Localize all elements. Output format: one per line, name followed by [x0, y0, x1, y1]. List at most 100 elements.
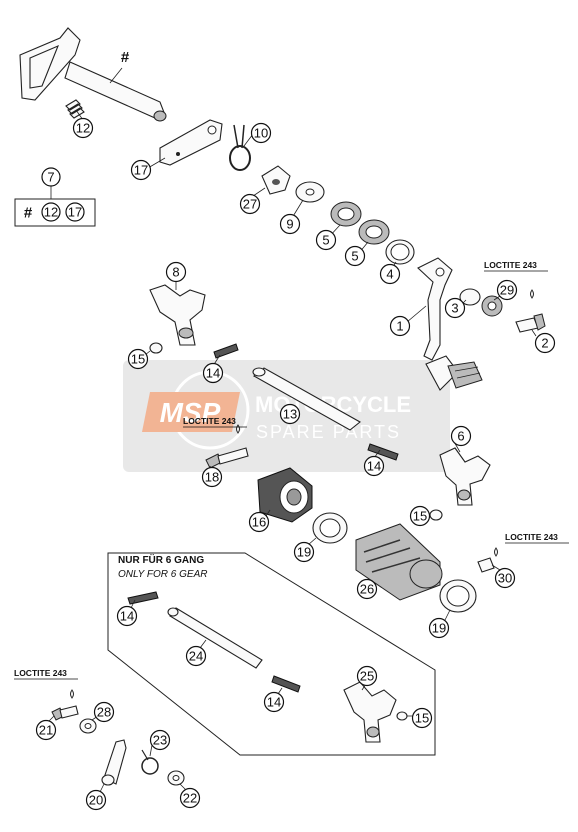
loctite-labels: LOCTITE 243 LOCTITE 243 LOCTITE 243 LOCT… [14, 260, 569, 680]
rod-13 [252, 367, 361, 431]
kit-box-7: 7 # 12 17 [14, 167, 96, 227]
callout-p5b: 5 [344, 245, 366, 267]
spring-14a [213, 343, 239, 359]
callout-p5a: 5 [315, 229, 337, 251]
callout-number: 3 [451, 301, 458, 316]
callout-circle [389, 315, 411, 337]
callout-p2: 2 [534, 332, 556, 354]
callout-number: 25 [360, 669, 374, 684]
callout-p30: 30 [494, 567, 516, 589]
callout-p10: 10 [250, 122, 272, 144]
callout-circle [356, 665, 378, 687]
callout-p21: 21 [35, 719, 57, 741]
callout-p26: 26 [356, 578, 378, 600]
callout-circle [363, 455, 385, 477]
screw-18 [205, 424, 249, 469]
callout-p12a: 12 [72, 117, 94, 139]
callout-number: 6 [457, 429, 464, 444]
callout-p22: 22 [179, 787, 201, 809]
callout-p20: 20 [85, 789, 107, 811]
shift-drum-26 [355, 523, 443, 601]
watermark-logo: MSP [160, 397, 221, 428]
callout-p15b: 15 [409, 505, 431, 527]
callout-circle [239, 193, 261, 215]
callout-circle [379, 263, 401, 285]
callout-number: 18 [205, 470, 219, 485]
loctite-label-screw-21: LOCTITE 243 [14, 668, 67, 678]
callout-p25: 25 [356, 665, 378, 687]
shift-fork-6 [439, 447, 491, 506]
callout-circle [248, 511, 270, 533]
callout-number: 13 [283, 407, 297, 422]
shift-fork-25 [343, 681, 397, 743]
note-en: ONLY FOR 6 GEAR [118, 569, 207, 580]
callout-circle [116, 605, 138, 627]
kit-item-17: 17 [68, 205, 82, 220]
callout-circle [411, 707, 433, 729]
callout-p16: 16 [248, 511, 270, 533]
callout-number: 1 [396, 319, 403, 334]
callout-p19b: 19 [428, 617, 450, 639]
shift-lever-1 [417, 257, 483, 391]
callout-circle [293, 541, 315, 563]
callout-p15a: 15 [127, 348, 149, 370]
pin-15b [429, 509, 443, 521]
callout-p13: 13 [279, 403, 301, 425]
bearing-19b [439, 579, 477, 613]
callout-p14d: 14 [263, 691, 285, 713]
callout-number: 19 [432, 621, 446, 636]
callout-p23: 23 [149, 729, 171, 751]
callout-circle [85, 789, 107, 811]
callout-number: 12 [76, 121, 90, 136]
kit-item-12: 12 [44, 205, 58, 220]
kit-box-num: 7 [47, 170, 54, 185]
spring-10 [229, 124, 251, 171]
callout-p14b: 14 [363, 455, 385, 477]
callout-circle [250, 122, 272, 144]
callout-number: 8 [172, 265, 179, 280]
callout-p17: 17 [130, 159, 152, 181]
callout-p29: 29 [496, 279, 518, 301]
callout-p24: 24 [185, 645, 207, 667]
callout-circle [494, 567, 516, 589]
roller-22 [167, 770, 185, 786]
callout-circle [409, 505, 431, 527]
shift-shaft: # [19, 27, 167, 122]
callout-number: 14 [267, 695, 281, 710]
callout-p6: 6 [450, 425, 472, 447]
watermark-line2: SPARE PARTS [256, 422, 401, 442]
callout-circle [165, 261, 187, 283]
callout-circle [279, 213, 301, 235]
callout-number: 24 [189, 649, 203, 664]
callout-p19a: 19 [293, 541, 315, 563]
callout-circle [534, 332, 556, 354]
callout-number: 21 [39, 723, 53, 738]
callout-circle [201, 466, 223, 488]
rod-24 [167, 607, 263, 669]
callout-p1: 1 [389, 315, 411, 337]
pin-15a [149, 342, 163, 354]
callout-number: 20 [89, 793, 103, 808]
shift-star-16 [257, 467, 313, 523]
callout-p9: 9 [279, 213, 301, 235]
callout-number: 9 [286, 217, 293, 232]
callout-number: 29 [500, 283, 514, 298]
callout-circle [149, 729, 171, 751]
callout-circle [263, 691, 285, 713]
nut-29 [481, 295, 503, 317]
spring-14d [271, 675, 301, 693]
callout-circle [130, 159, 152, 181]
lever-20 [101, 739, 127, 786]
callout-number: 15 [415, 711, 429, 726]
callout-circle [496, 279, 518, 301]
callout-p18: 18 [201, 466, 223, 488]
callout-circle [356, 578, 378, 600]
callout-p8: 8 [165, 261, 187, 283]
screw-30 [477, 547, 498, 573]
callout-number: 16 [252, 515, 266, 530]
callout-number: 23 [153, 733, 167, 748]
kit-item-hash: # [24, 205, 33, 222]
